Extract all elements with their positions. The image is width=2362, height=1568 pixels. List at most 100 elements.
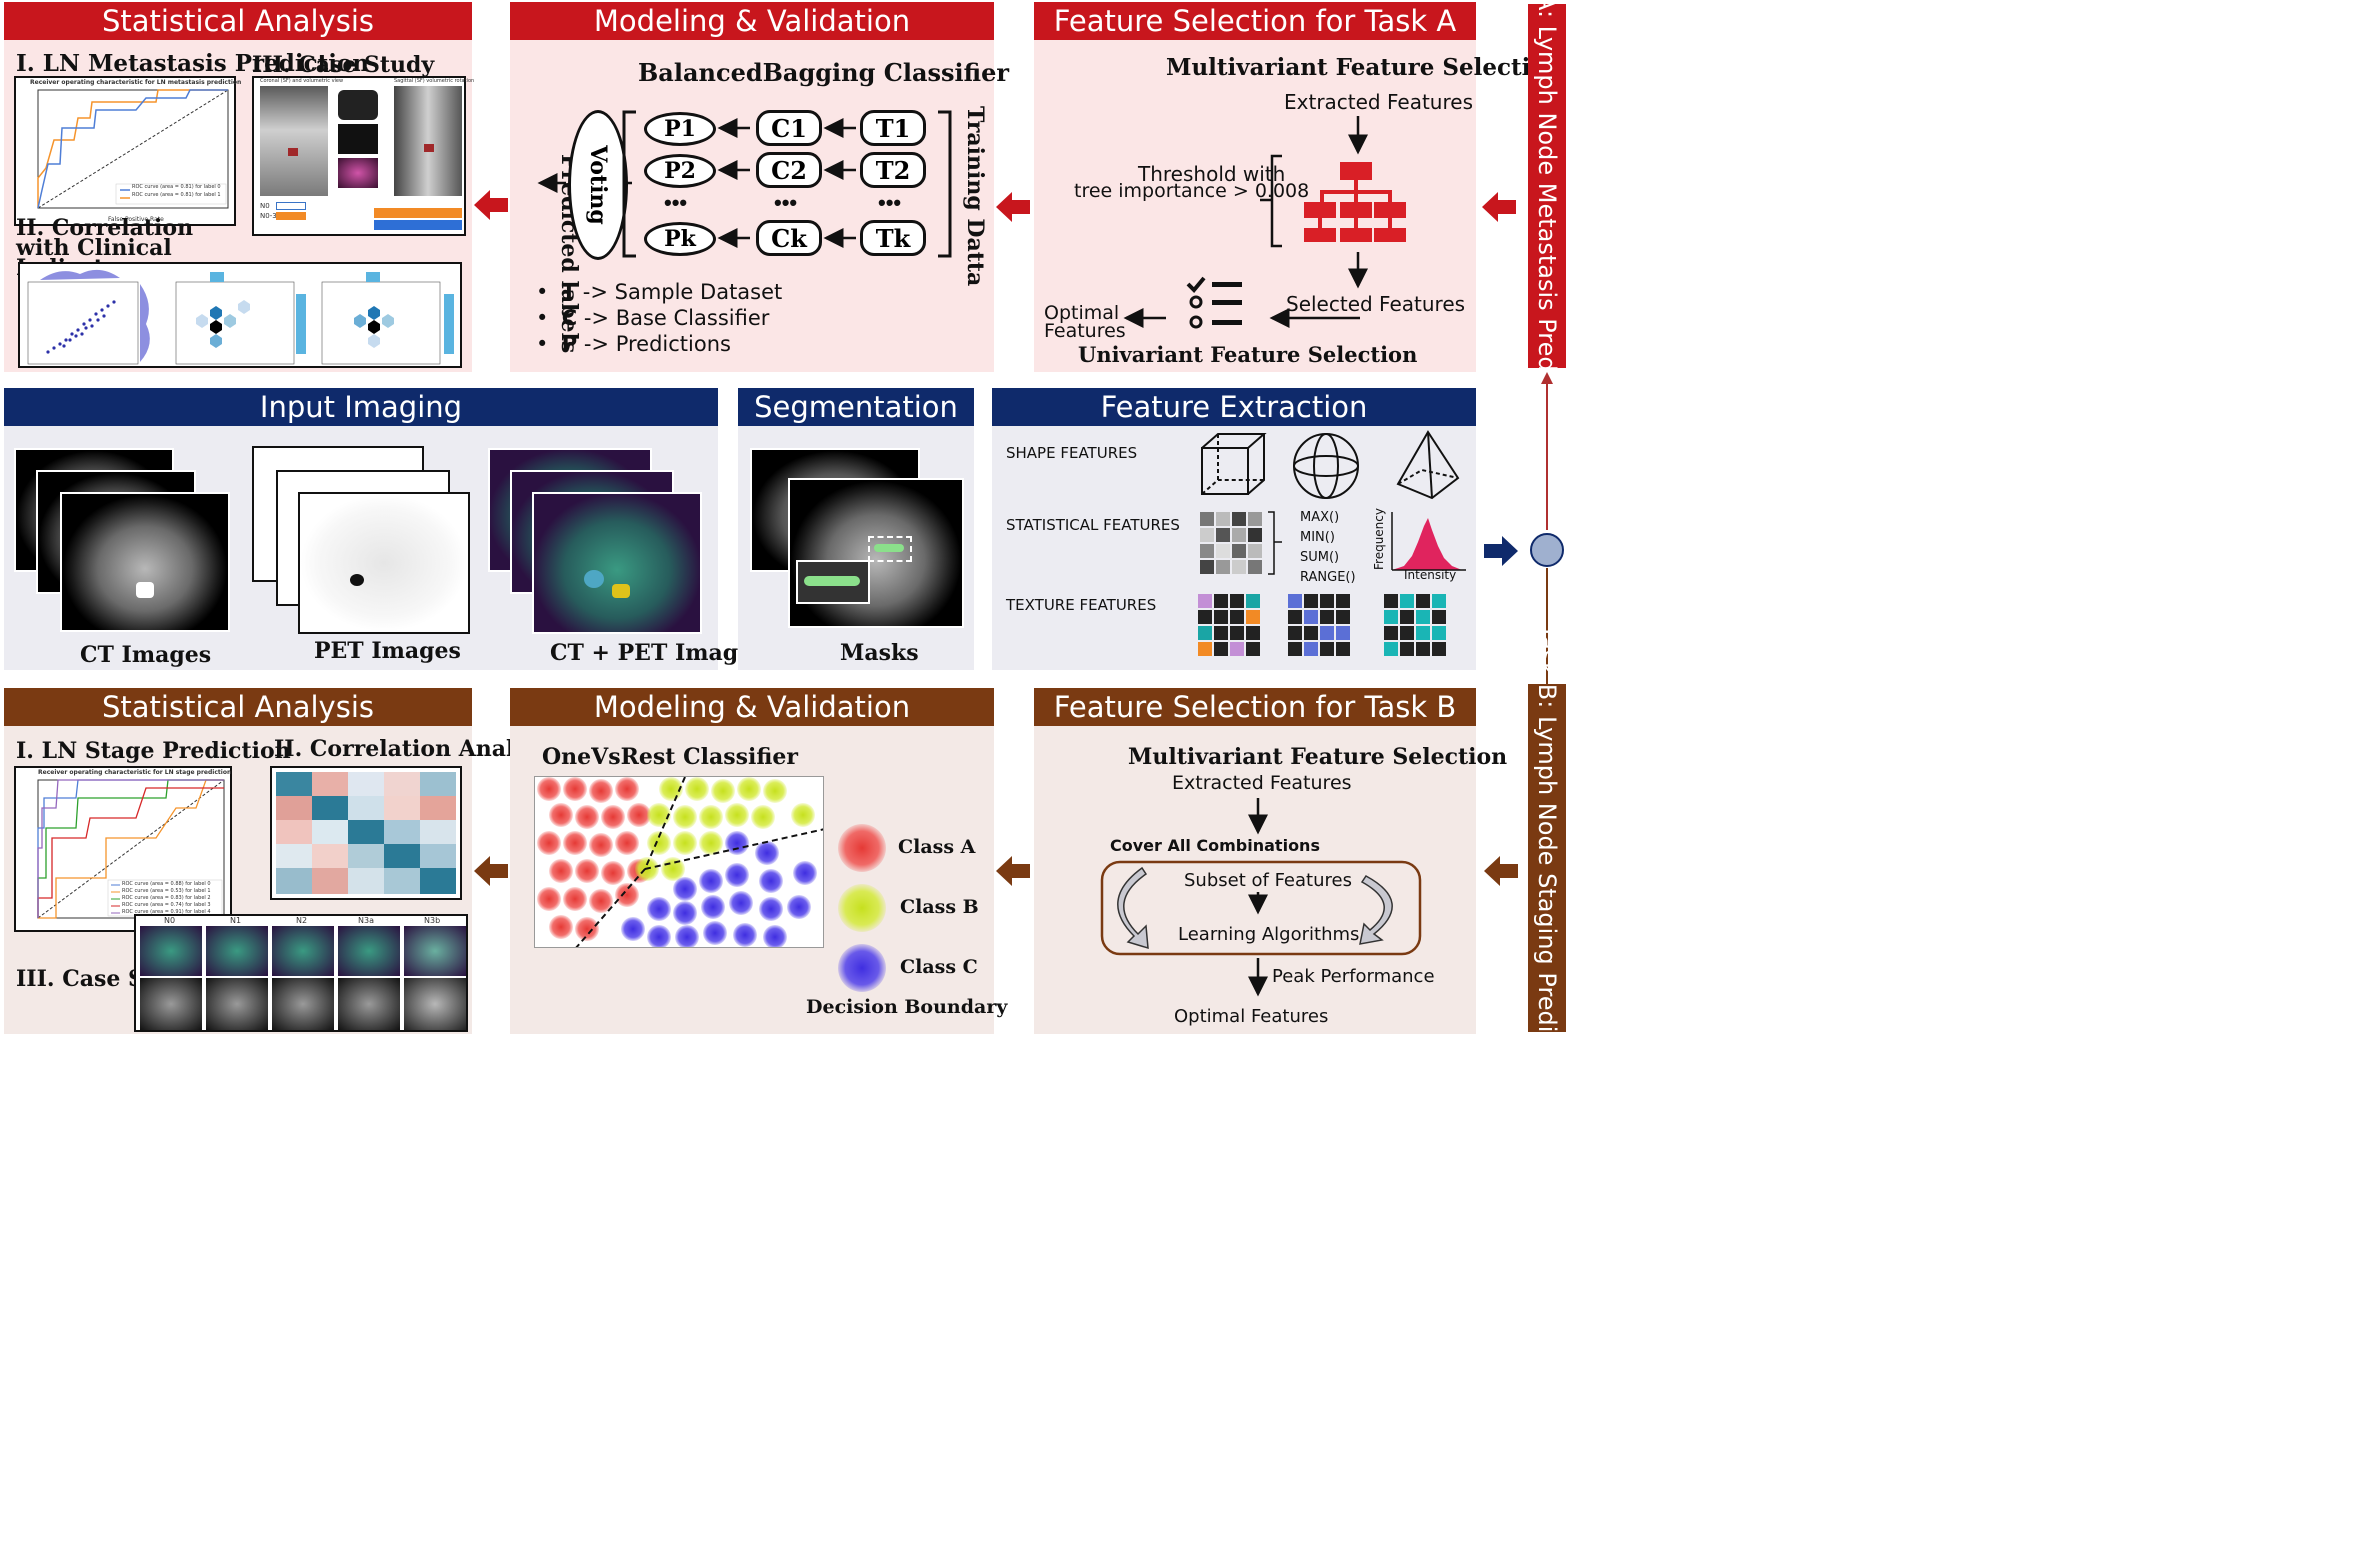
header-modeling-validation-a: Modeling & Validation <box>510 2 994 40</box>
univariant-title: Univariant Feature Selection <box>1078 342 1418 367</box>
pet-image-front <box>298 492 470 634</box>
func-min: MIN() <box>1300 530 1335 545</box>
header-feature-selection-a: Feature Selection for Task A <box>1034 2 1476 40</box>
balanced-bagging-title: BalancedBagging Classifier <box>638 58 1009 87</box>
panel-input-imaging: CT Images PET Images CT + PET Images <box>4 426 765 670</box>
learning-algorithms: Learning Algorithms <box>1178 924 1360 945</box>
pet-axial-thumb <box>338 158 378 188</box>
roc-legend-b-0: ROC curve (area = 0.88) for label 0 <box>122 881 211 887</box>
feature-selection-a-diagram <box>1123 116 1406 329</box>
checklist-icon <box>1186 276 1242 329</box>
ct-axial-thumb-2 <box>338 124 378 154</box>
class-b-label: Class B <box>900 896 979 918</box>
classifier-ck: Ck <box>756 220 822 256</box>
roc-legend-a-0: ROC curve (area = 0.81) for label 0 <box>132 184 221 190</box>
panel-statistical-analysis-b: I. LN Stage Prediction II. Correlation A… <box>4 726 560 1034</box>
header-input-imaging: Input Imaging <box>4 388 718 426</box>
case-col-n3b: N3b <box>424 916 441 925</box>
subset-of-features: Subset of Features <box>1184 870 1352 891</box>
panel-feature-selection-b: Multivariant Feature Selection Extracted… <box>1034 726 1507 1034</box>
pyramid-icon <box>1396 430 1460 500</box>
ellipsis-c: ••• <box>774 190 798 215</box>
selected-features-a: Selected Features <box>1286 292 1466 316</box>
arrow-right-icon <box>1484 536 1518 566</box>
case-label-a-0: Coronal (SF) and volumetric view <box>260 78 344 84</box>
panel-modeling-validation-a: BalancedBagging Classifier Predicted lab… <box>510 40 1009 372</box>
roc-xlabel-a: False Positive Rate <box>108 216 164 223</box>
case-col-n1: N1 <box>230 916 242 925</box>
roc-legend-b-3: ROC curve (area = 0.74) for label 3 <box>122 902 211 908</box>
threshold-line-2: tree importance > 0.008 <box>1074 180 1310 202</box>
decision-boundary-label: Decision Boundary <box>806 996 1008 1018</box>
texture-features-label: TEXTURE FEATURES <box>1006 596 1157 614</box>
header-statistical-analysis-b: Statistical Analysis <box>4 688 472 726</box>
func-sum: SUM() <box>1300 550 1340 565</box>
arrow-left-icon <box>1484 856 1518 886</box>
peak-performance: Peak Performance <box>1272 966 1435 987</box>
cube-icon <box>1201 433 1267 495</box>
feature-icons <box>1198 430 1466 656</box>
func-range: RANGE() <box>1300 570 1356 585</box>
texture-grid-teal-icon <box>1384 594 1446 656</box>
panel-feature-selection-a: Multivariant Feature Selection Extracted… <box>1034 40 1562 372</box>
arrow-left-icon <box>1482 192 1516 222</box>
stat-grid-icon <box>1200 511 1282 575</box>
bagging-connectors <box>537 110 952 258</box>
cover-all-combinations: Cover All Combinations <box>1110 836 1320 855</box>
classifier-c1: C1 <box>756 110 822 146</box>
case-study-images-a: Coronal (SF) and volumetric view Sagitta… <box>252 76 474 236</box>
optimal-features-a-1: Optimal <box>1044 302 1120 324</box>
roc-chart-a: Receiver operating characteristic for LN… <box>14 76 241 226</box>
optimal-features-a-2: Features <box>1044 320 1126 342</box>
arrow-left-icon <box>474 856 508 886</box>
threshold-line-1: Threshold with <box>1138 162 1286 186</box>
frequency-label: Frequency <box>1372 508 1386 570</box>
extracted-features-b: Extracted Features <box>1172 772 1352 794</box>
roc-title-b: Receiver operating characteristic for LN… <box>38 769 232 776</box>
ct-sagittal-image <box>394 86 462 196</box>
ctpet-images-label: CT + PET Images <box>550 640 765 666</box>
mask-image-front <box>788 478 964 628</box>
ct-images-label: CT Images <box>80 642 212 668</box>
roc-title-a: Receiver operating characteristic for LN… <box>30 79 242 86</box>
correlation-plots-a <box>18 262 462 368</box>
optimal-features-b: Optimal Features <box>1174 1006 1329 1027</box>
correlation-heatmap <box>270 766 462 900</box>
roc-legend-a-1: ROC curve (area = 0.81) for label 1 <box>132 192 221 198</box>
header-statistical-analysis-a: Statistical Analysis <box>4 2 472 40</box>
panel-feature-extraction: SHAPE FEATURES STATISTICAL FEATURES TEXT… <box>992 426 1476 670</box>
sphere-icon <box>1293 433 1359 499</box>
onevsrest-title: OneVsRest Classifier <box>542 744 798 770</box>
section-ln-stage: I. LN Stage Prediction <box>16 738 291 764</box>
arrow-left-icon <box>996 856 1030 886</box>
multivariant-title-a: Multivariant Feature Selection <box>1166 54 1563 81</box>
arrow-left-icon <box>474 190 508 220</box>
intensity-label: Intensity <box>1404 568 1457 582</box>
sample-tk: Tk <box>860 220 926 256</box>
cycle-left-icon <box>1117 866 1149 950</box>
func-max: MAX() <box>1300 510 1340 525</box>
shape-features-label: SHAPE FEATURES <box>1006 444 1138 462</box>
header-feature-extraction: Feature Extraction <box>992 388 1476 426</box>
extracted-features-a: Extracted Features <box>1284 90 1473 114</box>
legend-bullet-c: • C -> Base Classifier <box>536 306 770 330</box>
legend-bullet-t: • T -> Sample Dataset <box>536 280 783 304</box>
prediction-pk: Pk <box>644 222 716 256</box>
roc-legend-b-2: ROC curve (area = 0.83) for label 2 <box>122 895 211 901</box>
panel-segmentation: Masks <box>738 426 974 670</box>
decision-boundary-plot <box>534 776 824 948</box>
ct-axial-thumb-1 <box>338 90 378 120</box>
case-label-a-1: Sagittal (SF) volumetric rotation <box>394 78 475 84</box>
statistical-features-label: STATISTICAL FEATURES <box>1006 516 1180 534</box>
histogram-icon <box>1391 512 1466 571</box>
case-col-n0: N0 <box>164 916 176 925</box>
panel-statistical-analysis-a: I. LN Metastasis Prediction III. Case St… <box>4 40 474 372</box>
feature-selection-b-diagram <box>1100 798 1422 997</box>
header-modeling-validation-b: Modeling & Validation <box>510 688 994 726</box>
case-col-n3a: N3a <box>358 916 374 925</box>
ellipsis-p: ••• <box>664 190 688 215</box>
task-a-sidebar: Task A: Lymph Node Metastasis Prediction <box>1528 0 1566 437</box>
header-feature-selection-b: Feature Selection for Task B <box>1034 688 1476 726</box>
roc-legend-b-1: ROC curve (area = 0.53) for label 1 <box>122 888 211 894</box>
ct-image-front <box>60 492 230 632</box>
